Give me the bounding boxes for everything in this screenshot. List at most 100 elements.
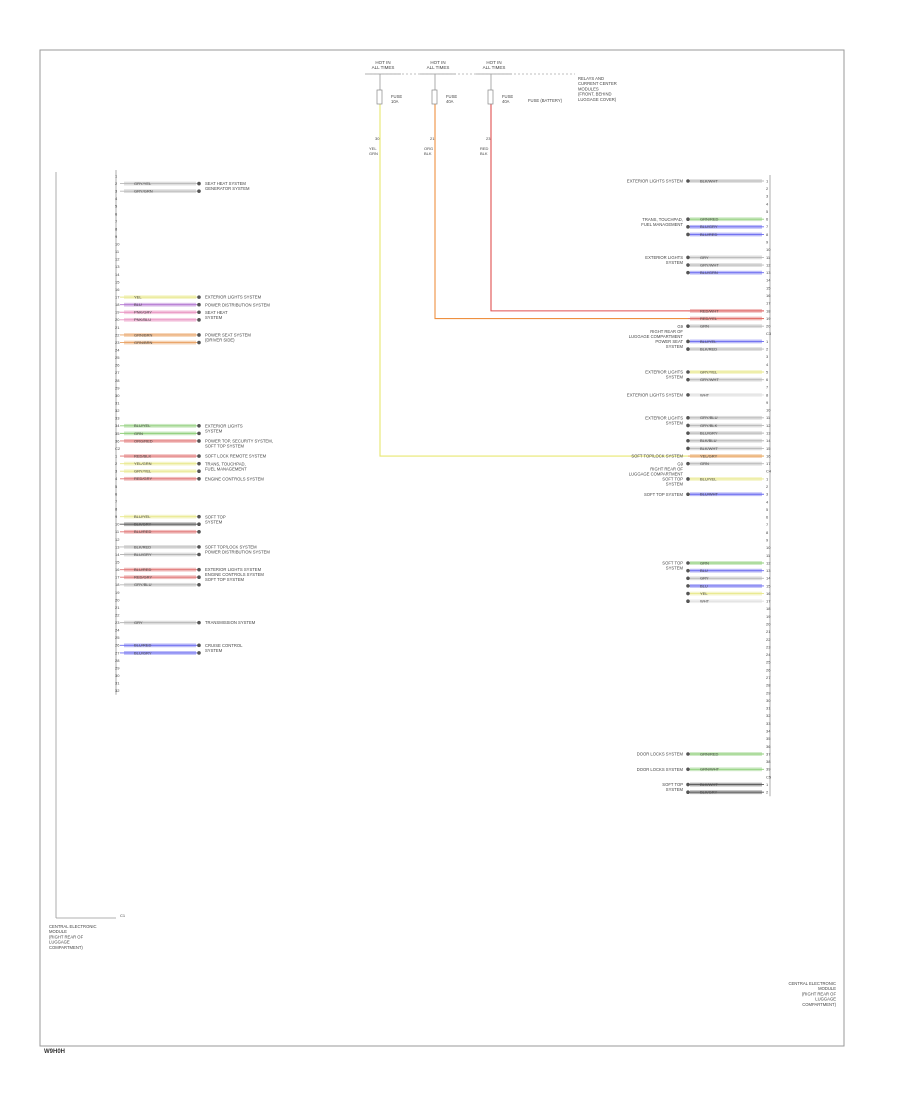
pin-number: 18 xyxy=(115,302,120,307)
splice-dot xyxy=(197,469,201,474)
wire-color-label: RED/WHT xyxy=(700,308,719,313)
pin-number: 1 xyxy=(115,453,118,458)
pin-number: 7 xyxy=(766,522,769,527)
pin-number: 10 xyxy=(766,408,771,413)
feed-wire xyxy=(434,104,764,320)
pin-number: 15 xyxy=(766,285,771,290)
pin-number: 34 xyxy=(766,728,771,733)
splice-dot xyxy=(686,377,690,382)
system-reference: SOFT TOP SYSTEM xyxy=(205,444,245,449)
pin-number: 37 xyxy=(766,751,771,756)
splice-dot xyxy=(686,339,690,344)
wire-color-label: GRY xyxy=(700,576,709,581)
splice-dot xyxy=(686,270,690,275)
system-reference: POWER SEAT SYSTEM xyxy=(205,333,251,338)
wire-color-label: GRY/BLU xyxy=(700,415,718,420)
pin-number: 29 xyxy=(115,385,120,390)
pin-number: 29 xyxy=(766,690,771,695)
system-reference: SOFT TOP xyxy=(205,514,226,519)
system-reference: EXTERIOR LIGHTS SYSTEM xyxy=(205,567,262,572)
splice-dot xyxy=(686,584,690,588)
pin-number: 25 xyxy=(115,635,120,640)
system-reference: SYSTEM xyxy=(666,260,684,265)
pin-number: 6 xyxy=(766,515,769,520)
system-reference: TRANSMISSION SYSTEM xyxy=(205,620,256,625)
pin-number: 15 xyxy=(115,279,120,284)
fuse-symbol xyxy=(376,89,383,105)
pin-number: 31 xyxy=(115,681,120,686)
system-reference: SYSTEM xyxy=(205,428,223,433)
pin-number: 13 xyxy=(115,544,120,549)
system-reference: TRANS, TOUCHPAD, xyxy=(642,217,683,222)
wire-color-label: YEL/GRN xyxy=(134,461,152,466)
module-name-label: MODULE xyxy=(49,929,67,934)
splice-dot xyxy=(686,576,690,581)
splice-dot xyxy=(686,370,690,374)
system-reference: SYSTEM xyxy=(205,315,223,320)
pin-number: 10 xyxy=(766,247,771,252)
module-name-label: LUGGAGE xyxy=(815,997,836,1002)
wire-layer xyxy=(379,104,764,457)
pin-number: 16 xyxy=(766,591,771,596)
pin-number: 21 xyxy=(115,605,120,610)
pin-number: 17 xyxy=(766,461,771,466)
pin-number: 24 xyxy=(115,348,120,353)
pin-number: 23 xyxy=(115,620,120,625)
pin-number: 12 xyxy=(115,257,120,262)
module-name-label: COMPARTMENT) xyxy=(802,1002,836,1007)
splice-dot xyxy=(686,477,690,481)
pin-number: 18 xyxy=(115,582,120,587)
pin-number: 16 xyxy=(115,567,120,572)
pin-number: 1 xyxy=(766,339,769,344)
wire-color-label: BLU xyxy=(700,583,708,588)
system-reference: EXTERIOR LIGHTS xyxy=(645,370,683,375)
pin-number: 9 xyxy=(766,537,769,542)
module-name-label: (RIGHT REAR OF xyxy=(49,934,84,939)
fuse-supply-label: HOT IN xyxy=(486,60,501,65)
pin-number: 36 xyxy=(766,744,771,749)
splice-dot xyxy=(686,790,690,794)
splice-dot xyxy=(686,263,690,267)
pin-number: 26 xyxy=(115,363,120,368)
pin-number: 14 xyxy=(766,576,771,581)
wire-color-label: BLK/GRY xyxy=(134,522,152,527)
pin-number: 4 xyxy=(115,196,118,201)
system-reference: LUGGAGE COMPARTMENT xyxy=(629,334,684,339)
pin-number: 26 xyxy=(766,667,771,672)
system-reference: SOFT TOP/LOCK SYSTEM xyxy=(631,454,683,459)
pin-number: 30 xyxy=(115,393,120,398)
fuse-supply-label: ALL TIMES xyxy=(483,65,506,70)
splice-dot xyxy=(686,767,690,772)
wire-color-label: BLU/RED xyxy=(700,232,717,237)
pin-number: 5 xyxy=(115,484,118,489)
splice-dot xyxy=(197,340,201,345)
fuse-box-label: CURRENT CENTER xyxy=(578,81,617,86)
system-reference: EXTERIOR LIGHTS SYSTEM xyxy=(205,295,262,300)
pin-number: 3 xyxy=(766,492,769,497)
module-name-label: LUGGAGE xyxy=(49,940,70,945)
splice-dot xyxy=(686,461,690,466)
fuse-box-label: MODULES xyxy=(578,86,599,91)
pin-number: 15 xyxy=(115,559,120,564)
fuse-box-label: (FRONT, BEHIND xyxy=(578,92,612,97)
pin-number: 17 xyxy=(766,599,771,604)
system-reference: SEAT HEAT xyxy=(205,310,228,315)
wire-color-label: BLU/GRY xyxy=(700,224,718,229)
pin-number: 14 xyxy=(766,278,771,283)
pin-number: 19 xyxy=(115,310,120,315)
system-reference: POWER DISTRIBUTION SYSTEM xyxy=(205,550,270,555)
wire-color-label: BLU/WHT xyxy=(700,492,719,497)
splice-dot xyxy=(197,620,201,625)
pin-number: 13 xyxy=(115,264,120,269)
pin-number: 19 xyxy=(766,614,771,619)
fuse-symbol xyxy=(487,89,494,105)
pin-number: 2 xyxy=(766,186,769,191)
system-reference: G9 xyxy=(677,461,683,466)
wire-color-label: GRN/BRN xyxy=(134,332,153,337)
wire-color-label: GRY/WHT xyxy=(700,377,719,382)
pin-number: 4 xyxy=(766,362,769,367)
pin-number: 5 xyxy=(115,204,118,209)
splice-dot xyxy=(686,438,690,443)
